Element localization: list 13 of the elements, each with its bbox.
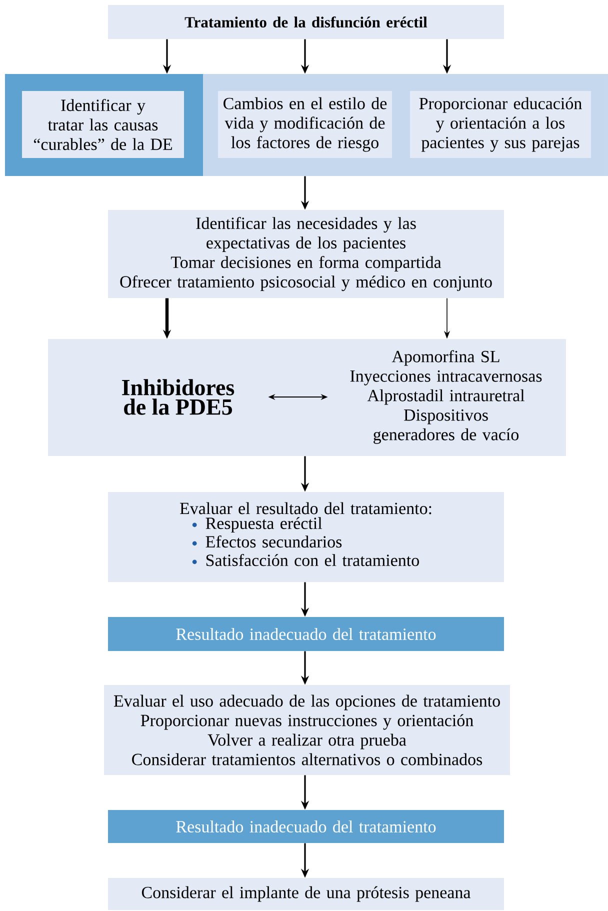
result-box: Resultado inadecuado del tratamiento	[108, 810, 504, 843]
process-box: Evaluar el uso adecuado de las opciones de tratamiento Proporcionar nuevas instrucciones y orientación Volver a realizar otra prueba Considerar tratamientos alternativos o combinados	[104, 685, 510, 775]
title-box: Tratamiento de la disfunción eréctil	[108, 5, 504, 40]
process-box: Identificar las necesidades y las expectativas de los pacientes Tomar decisiones en forma compartida Ofrecer tratamiento psicosocial y médico en conjunto	[108, 210, 504, 298]
process-box: Cambios en el estilo de vida y modificación de los factores de riesgo	[218, 91, 392, 158]
process-box: Proporcionar educación y orientación a los pacientes y sus parejas	[410, 91, 591, 158]
process-box: Considerar el implante de una prótesis peneana	[108, 878, 504, 910]
result-box: Resultado inadecuado del tratamiento	[108, 617, 504, 651]
treatment-label: Inhibidores de la PDE5	[122, 379, 234, 415]
treatment-panel	[48, 339, 566, 456]
treatment-list: Apomorfina SL Inyecciones intracavernosas Alprostadil intrauretral Dispositivos generadores de vacío	[350, 350, 542, 444]
process-box: Identificar y tratar las causas “curables” de la DE	[22, 91, 184, 158]
process-box: Evaluar el resultado del tratamiento: Respuesta eréctil Efectos secundarios Satisfacción con el tratamiento	[108, 492, 504, 582]
